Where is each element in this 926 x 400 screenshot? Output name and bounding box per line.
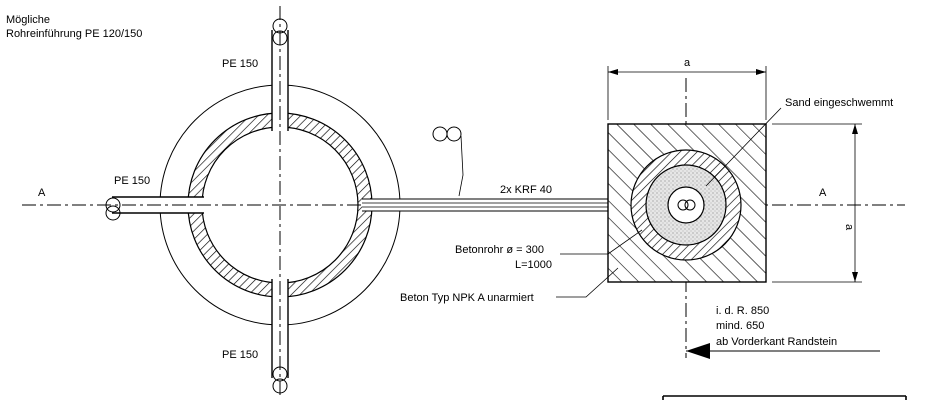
offset-label-2: mind. 650 xyxy=(716,320,764,332)
dimension-a-top xyxy=(607,66,767,120)
section-label-right: A xyxy=(819,187,827,199)
pe150-left-label: PE 150 xyxy=(114,175,150,187)
concrete-box xyxy=(607,123,767,283)
cable-symbol-icon xyxy=(432,126,464,197)
concrete-label: Beton Typ NPK A unarmiert xyxy=(400,292,534,304)
pe150-bottom-label: PE 150 xyxy=(222,349,258,361)
dimension-a-right xyxy=(772,123,862,283)
offset-label-1: i. d. R. 850 xyxy=(716,305,769,317)
dimension-a-top-label: a xyxy=(684,57,691,69)
dimension-a-right-label: a xyxy=(843,224,855,231)
possible-entry-label-1: Mögliche xyxy=(6,14,50,26)
pipe-end-left-b xyxy=(105,205,121,221)
pipe-leader xyxy=(560,229,643,255)
cable-label: 2x KRF 40 xyxy=(500,184,552,196)
offset-arrow xyxy=(686,343,880,359)
pe150-bottom-pipe xyxy=(271,279,289,394)
pipe-label-2: L=1000 xyxy=(515,259,552,271)
sand-label: Sand eingeschwemmt xyxy=(785,97,893,109)
offset-label-3: ab Vorderkant Randstein xyxy=(716,336,837,348)
pe150-top-label: PE 150 xyxy=(222,58,258,70)
cable-core-a xyxy=(677,199,689,211)
pipe-label-1: Betonrohr ø = 300 xyxy=(455,244,544,256)
concrete-leader xyxy=(556,267,619,298)
section-label-left: A xyxy=(38,187,46,199)
cable-core-b xyxy=(684,199,696,211)
possible-entry-label-2: Rohreinführung PE 120/150 xyxy=(6,28,142,40)
sand-leader xyxy=(705,107,782,187)
pipe-inner-ring xyxy=(667,186,705,224)
